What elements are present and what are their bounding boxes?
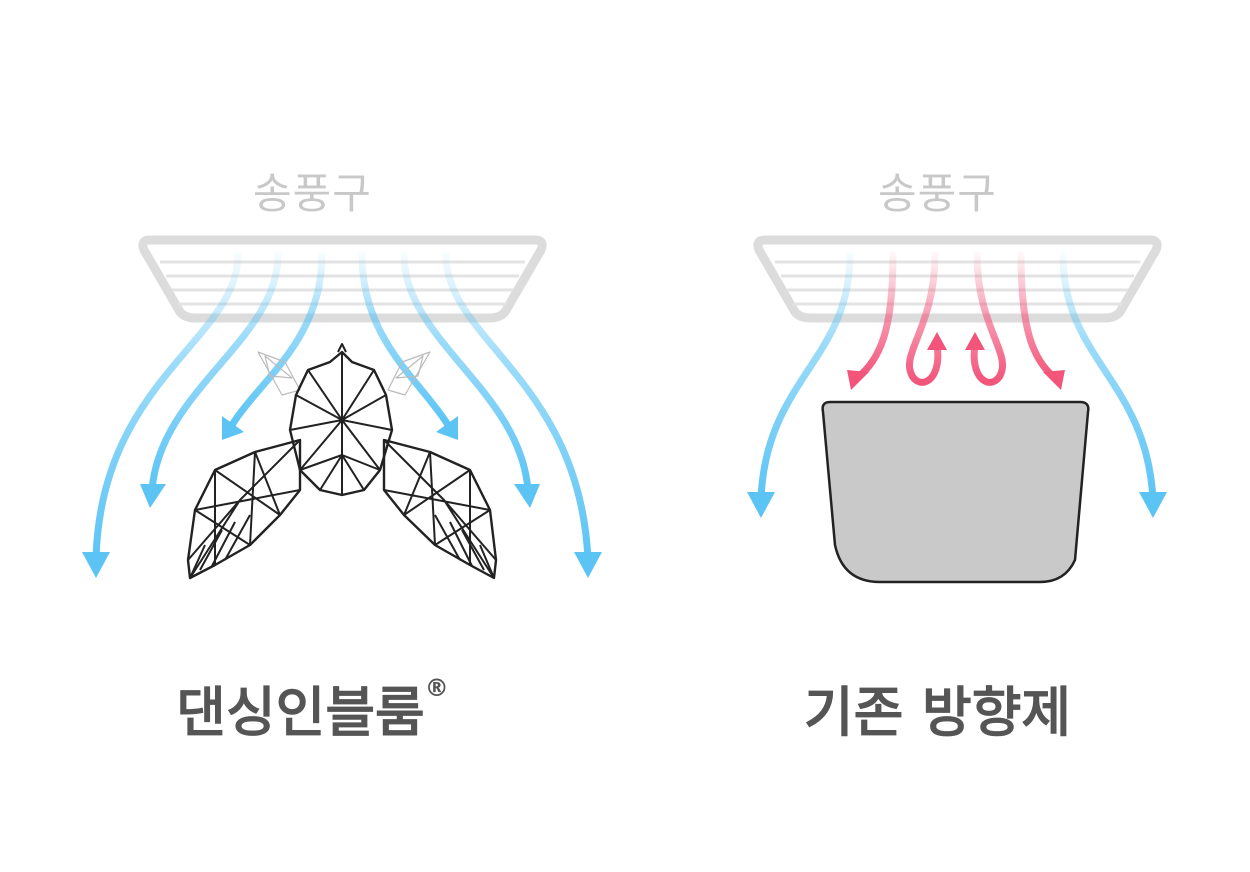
registered-mark: ®	[424, 674, 449, 702]
blocked-airflow-arrows	[853, 251, 1059, 386]
airflow-arrow-icon	[148, 251, 282, 494]
airflow-arrow-icon	[757, 251, 854, 504]
arrowheads	[747, 492, 1167, 518]
vent-label: 송풍구	[253, 169, 372, 218]
vent-grille-icon	[138, 235, 547, 323]
blocked-arrow-icon	[905, 251, 942, 386]
blocked-arrow-icon	[970, 251, 1007, 386]
blocked-arrow-icon	[853, 251, 897, 382]
rounded-block-freshener-icon	[821, 400, 1090, 584]
airflow-arrows	[92, 251, 592, 564]
caption-product-name: 댄싱인블룸®	[0, 668, 625, 747]
vent-grille-icon	[753, 235, 1162, 323]
arrowheads	[847, 332, 1065, 390]
flower-wings-wireframe-icon	[186, 343, 498, 580]
caption-text: 댄싱인블룸	[176, 681, 425, 744]
airflow-diagram	[747, 235, 1167, 584]
blocked-arrow-icon	[1017, 251, 1059, 382]
panel-conventional-freshener: 송풍구	[625, 0, 1250, 872]
airflow-arrows-side	[757, 251, 1157, 504]
airflow-diagram	[82, 235, 602, 580]
airflow-arrow-icon	[400, 251, 532, 494]
airflow-arrow-icon	[228, 251, 326, 429]
airflow-arrow-icon	[1059, 251, 1157, 504]
airflow-arrow-icon	[358, 251, 452, 429]
vent-label: 송풍구	[878, 169, 997, 218]
panel-dancing-in-bloom: 송풍구	[0, 169, 625, 747]
airflow-arrow-icon	[92, 251, 242, 564]
airflow-arrow-icon	[442, 251, 592, 564]
arrowheads	[82, 416, 602, 578]
caption-conventional: 기존 방향제	[803, 681, 1072, 744]
